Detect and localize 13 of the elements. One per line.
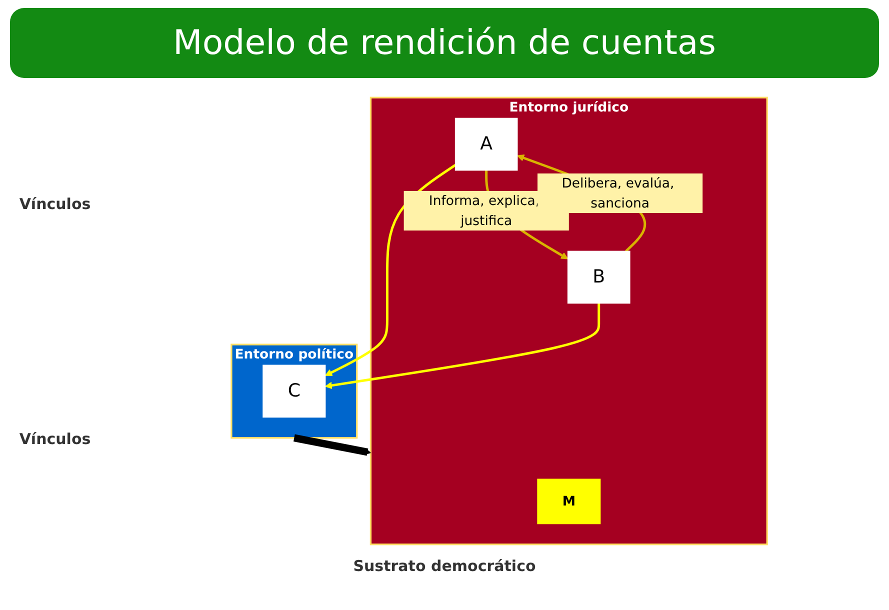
node-box: A (455, 118, 518, 171)
edge-label: Informa, explica, justifica (429, 192, 540, 228)
node-box: B (568, 250, 630, 304)
arrow (294, 434, 372, 456)
footer-label: Sustrato democrático (353, 557, 536, 575)
arrow (325, 303, 600, 390)
arrow (325, 164, 456, 376)
bracket-label: Vínculos (19, 194, 91, 212)
bracket-label: Vínculos (19, 430, 91, 448)
node-box: C (262, 364, 326, 418)
edge-label: Delibera, evalúa, sanciona (562, 175, 674, 211)
title-banner: Modelo de rendición de cuentas (10, 8, 879, 78)
node-box: M (537, 478, 601, 524)
